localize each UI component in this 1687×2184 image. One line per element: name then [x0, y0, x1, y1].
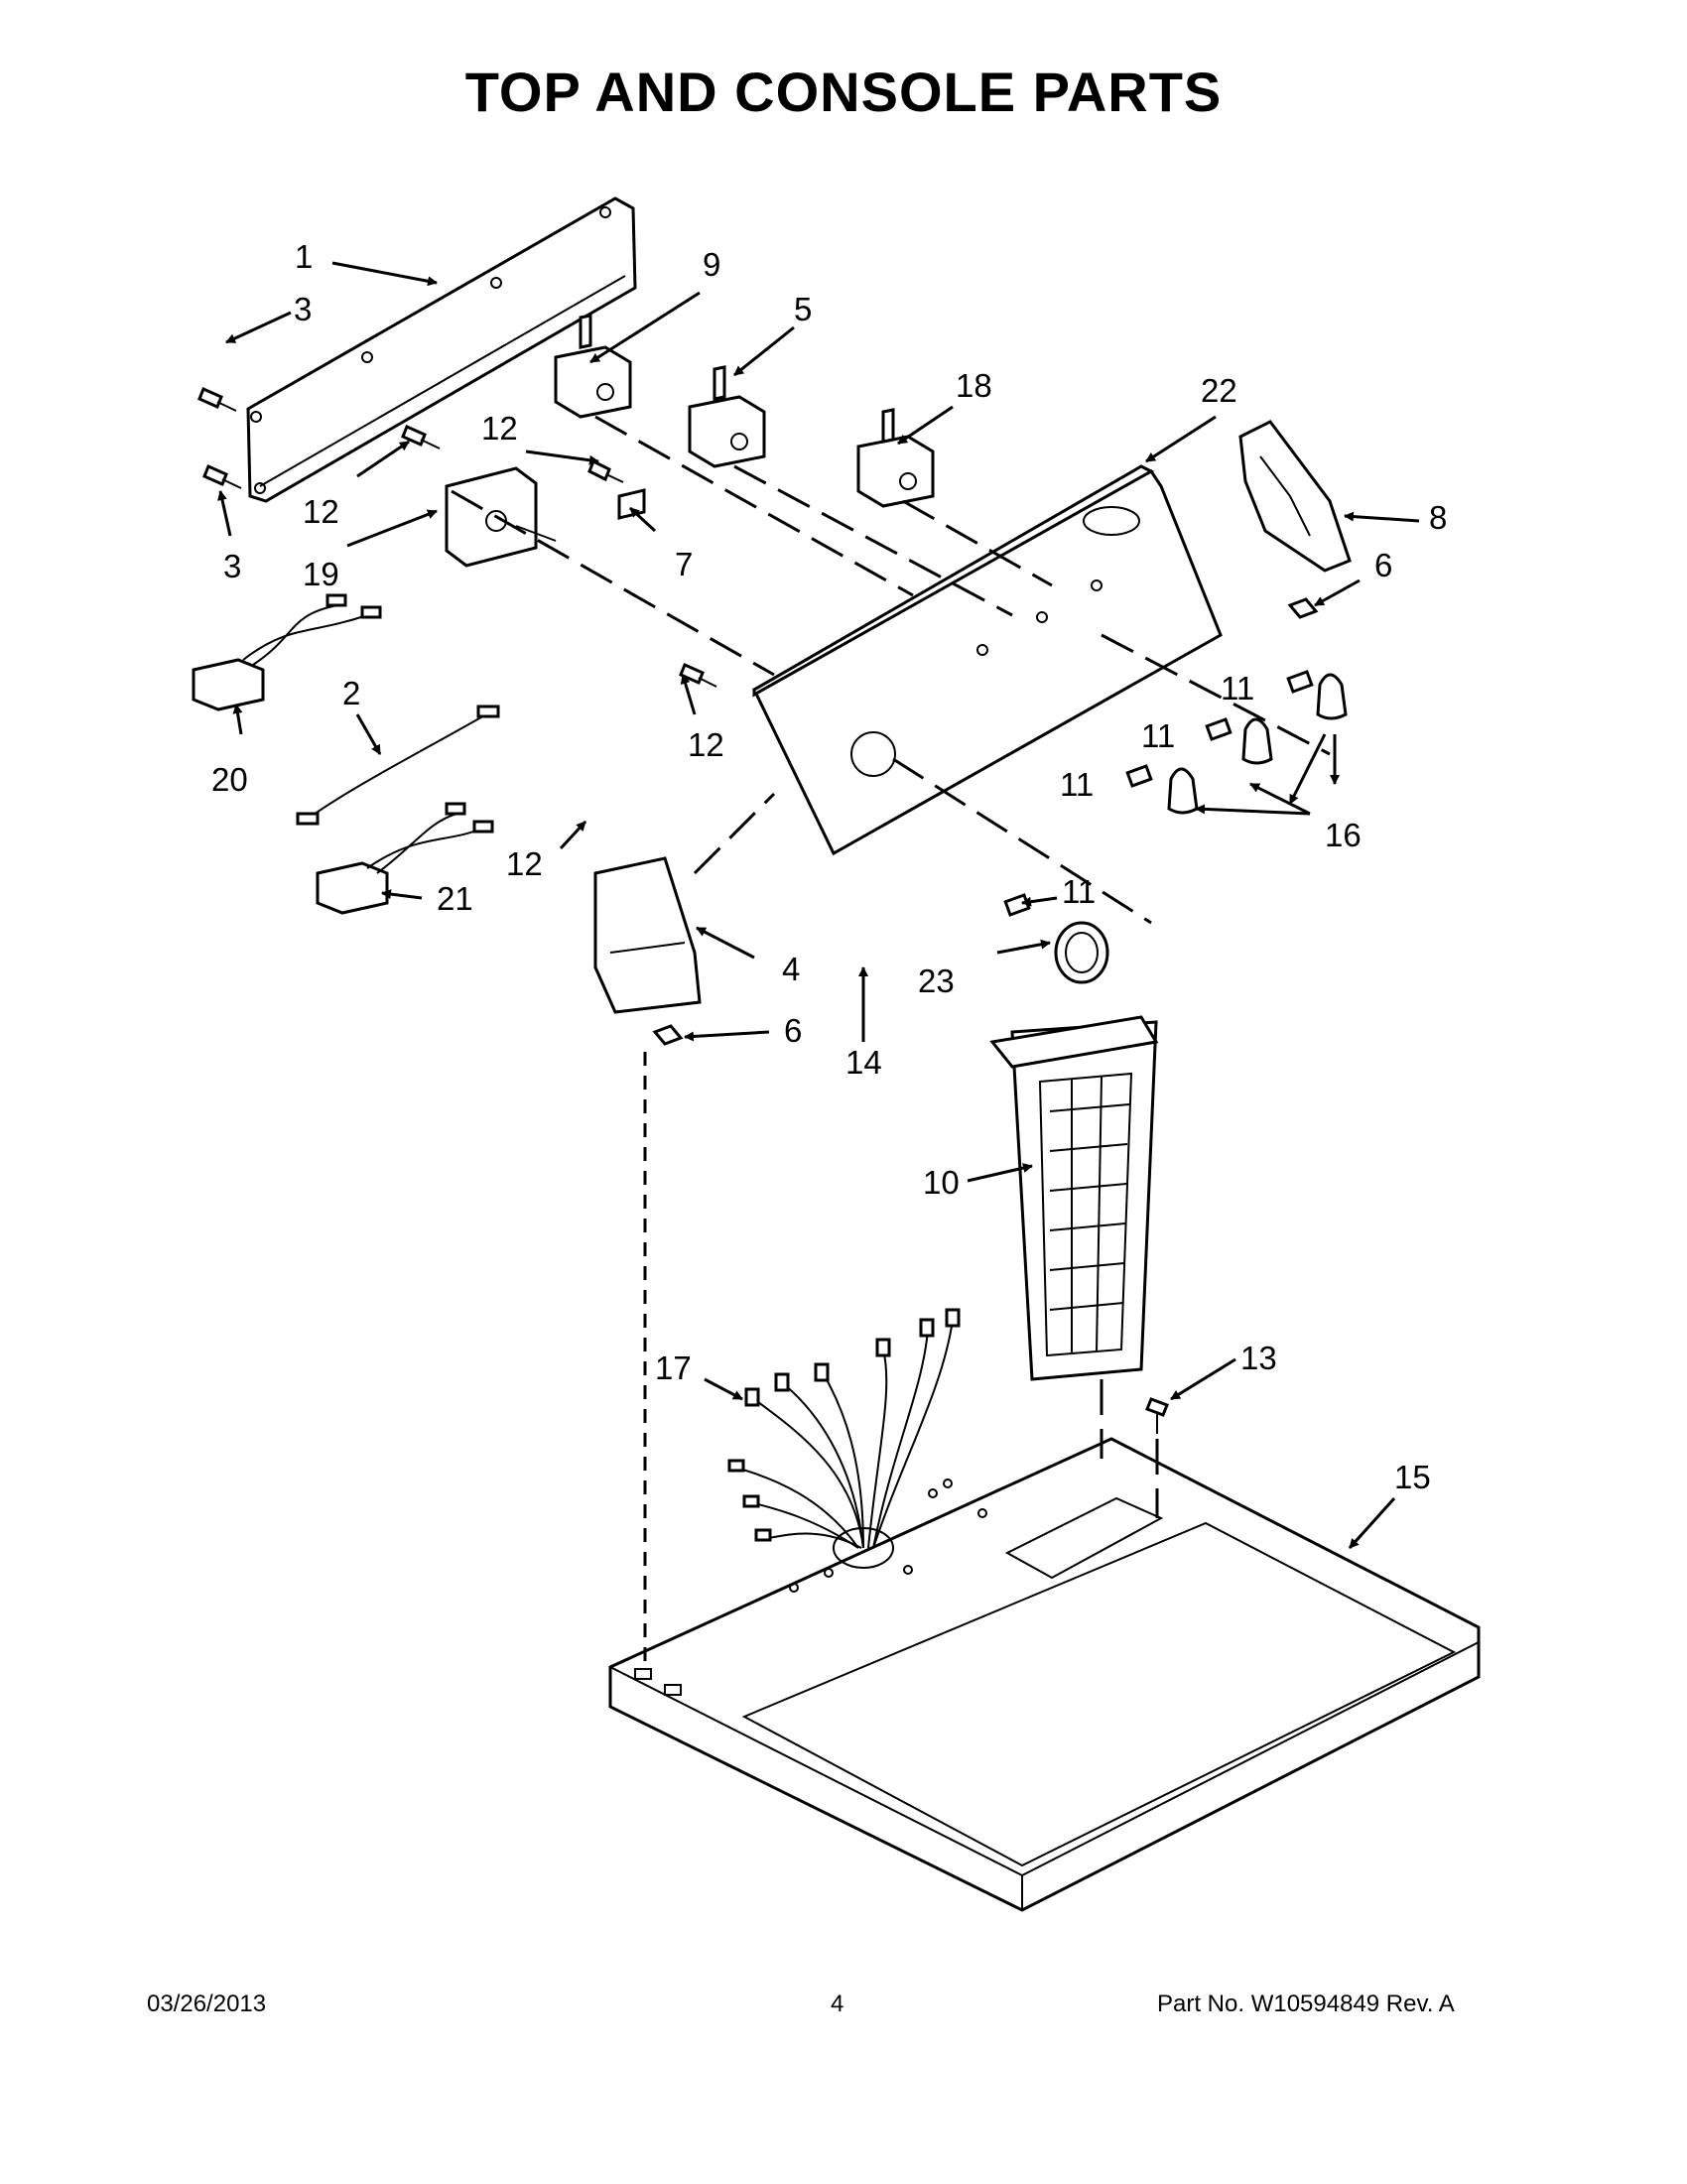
callout-21: 21	[437, 880, 473, 917]
callout-12: 12	[303, 493, 339, 530]
temperature-switch-part	[688, 365, 766, 468]
end-cap-part	[1238, 420, 1352, 573]
footer-page-number: 4	[831, 1991, 844, 2017]
callout-8: 8	[1429, 499, 1447, 536]
callout-3: 3	[294, 291, 312, 327]
clip-part	[652, 597, 1319, 1046]
callout-11: 11	[1141, 717, 1175, 754]
console-part	[752, 464, 1223, 856]
callout-18: 18	[956, 367, 992, 404]
callout-22: 22	[1201, 372, 1237, 409]
page-title: TOP AND CONSOLE PARTS	[464, 61, 1223, 123]
callout-11: 11	[1060, 766, 1094, 803]
callout-11: 11	[1062, 873, 1096, 910]
assembly-guide-lines	[451, 415, 1331, 1667]
left-end-cap-part	[593, 856, 702, 1014]
callout-13: 13	[1240, 1340, 1277, 1376]
dryer-top-part	[608, 1437, 1481, 1912]
rear-panel-part	[246, 196, 637, 503]
callout-14: 14	[845, 1044, 882, 1081]
callout-16: 16	[1325, 817, 1362, 853]
callout-labels: 1 2 3 3 4 5 6 6 7 8 9 10 11 11 11 11 12 …	[211, 238, 1447, 1495]
timer-knob-part	[1054, 921, 1109, 984]
screw-part	[1145, 1397, 1169, 1434]
callout-2: 2	[342, 675, 360, 711]
cycle-switch-part	[856, 408, 935, 508]
timer-part	[445, 466, 557, 568]
wire-harness-part	[192, 593, 382, 711]
callout-4: 4	[782, 951, 800, 987]
callout-20: 20	[211, 761, 248, 798]
callout-3: 3	[223, 548, 241, 584]
callout-23: 23	[918, 963, 955, 999]
wire-jumper-part	[296, 705, 500, 826]
clip-part	[617, 488, 646, 520]
callout-15: 15	[1394, 1459, 1431, 1495]
callout-17: 17	[655, 1349, 692, 1386]
callout-leaders	[217, 261, 1420, 1550]
push-to-start-switch-part	[554, 314, 632, 419]
screw-part	[197, 386, 717, 688]
callout-12: 12	[506, 845, 543, 882]
lint-screen-part	[989, 1015, 1159, 1381]
knob-part	[1167, 673, 1348, 815]
callout-19: 19	[303, 556, 339, 592]
callout-12: 12	[688, 726, 724, 763]
callout-6: 6	[1374, 547, 1392, 583]
main-wire-harness-part	[727, 1308, 961, 1549]
callout-1: 1	[295, 238, 313, 275]
callout-7: 7	[675, 546, 693, 582]
callout-10: 10	[923, 1164, 960, 1201]
callout-9: 9	[703, 246, 720, 283]
footer-date: 03/26/2013	[147, 1991, 267, 2017]
footer-part-number: Part No. W10594849 Rev. A	[1157, 1991, 1455, 2017]
callout-6: 6	[784, 1012, 802, 1049]
wire-harness-part	[316, 802, 494, 915]
callout-5: 5	[794, 291, 812, 327]
callout-11: 11	[1221, 670, 1254, 707]
callout-12: 12	[481, 410, 518, 447]
